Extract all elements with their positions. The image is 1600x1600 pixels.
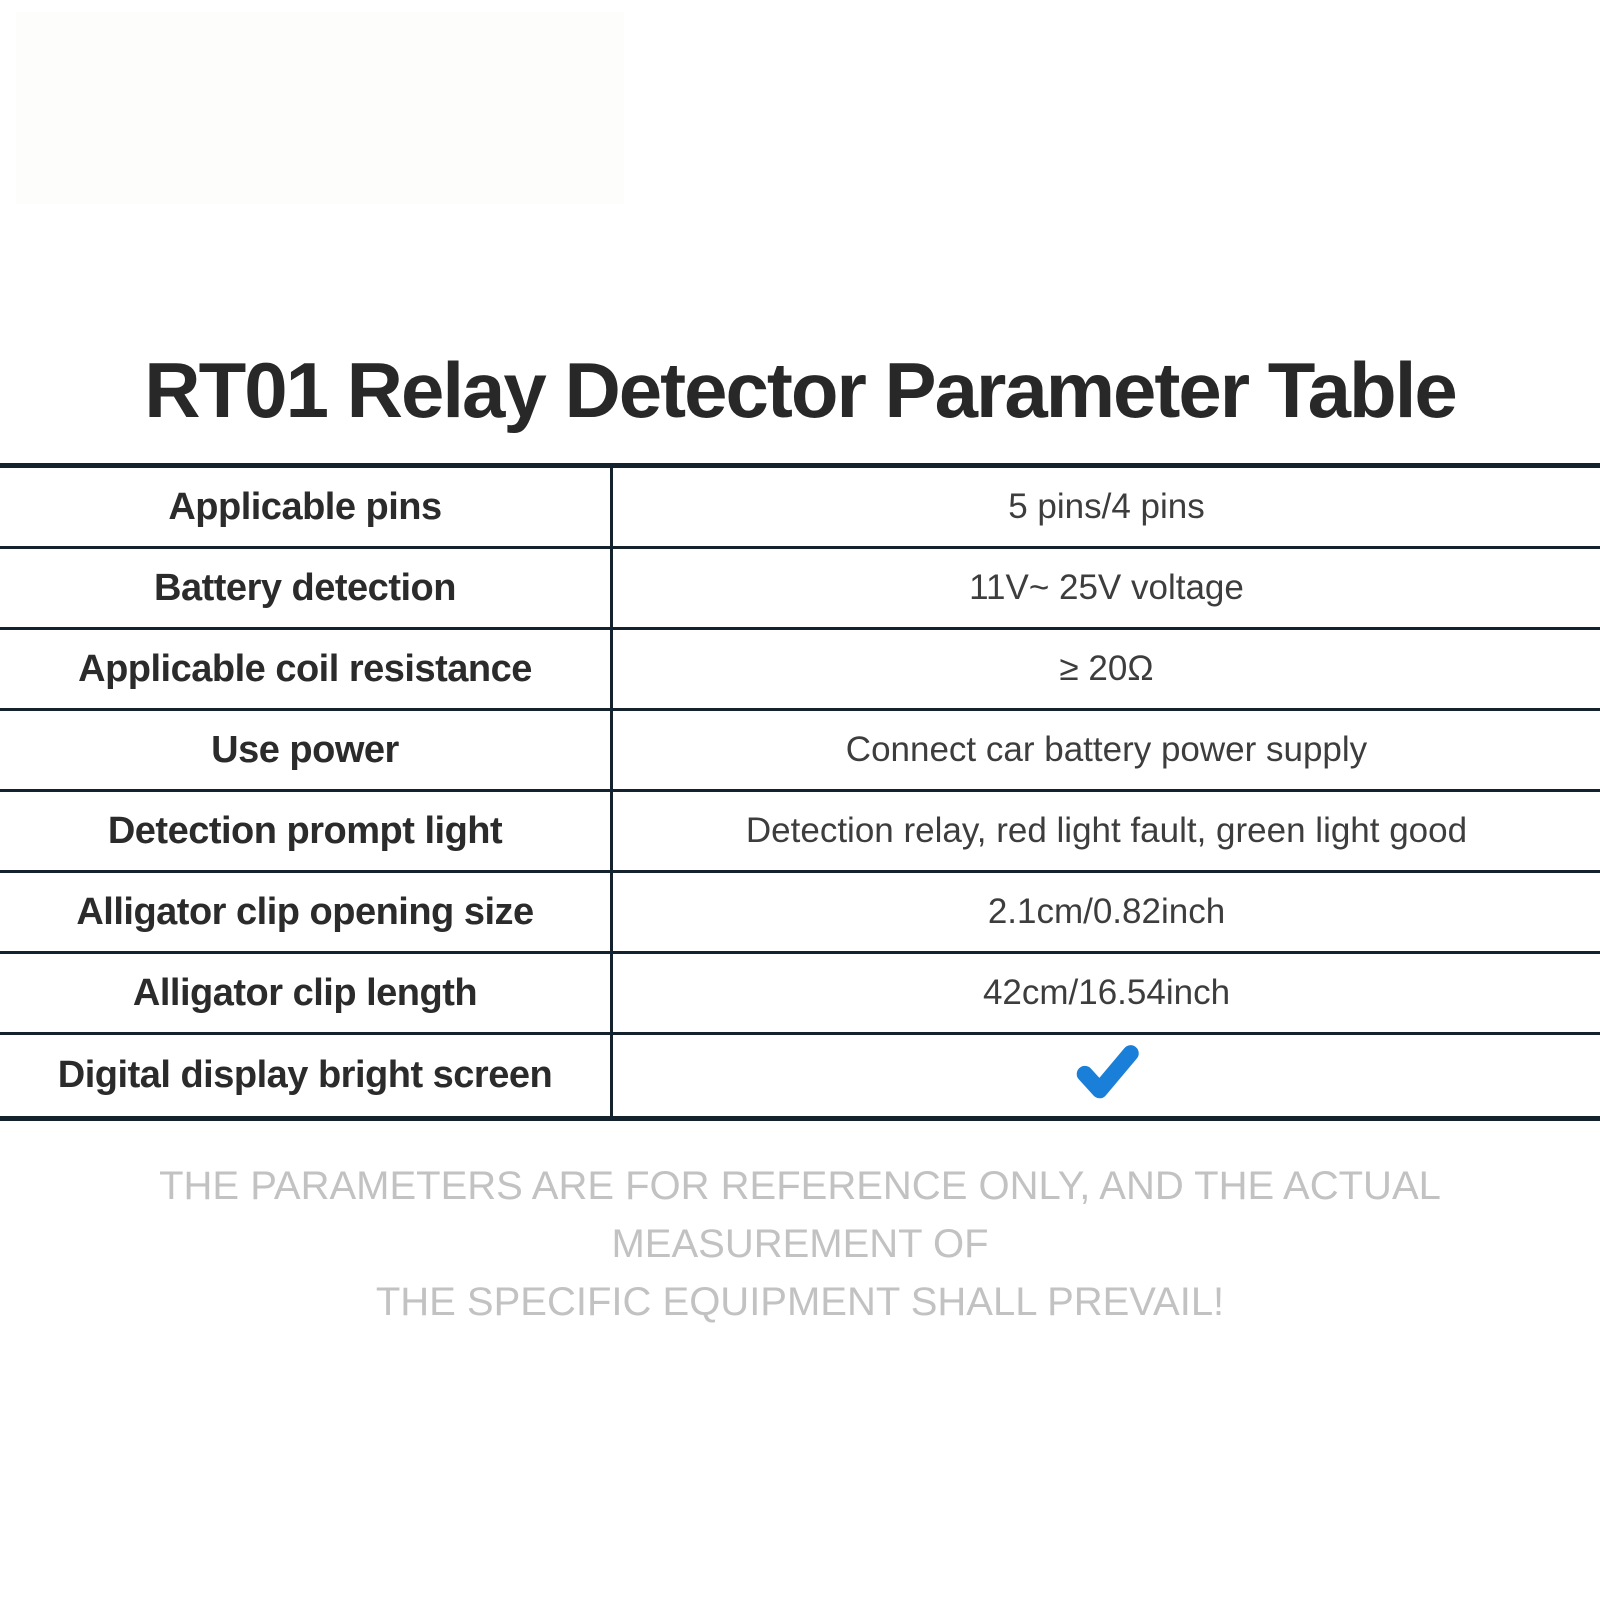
table-row: Alligator clip length 42cm/16.54inch bbox=[0, 954, 1600, 1035]
disclaimer-line-1: THE PARAMETERS ARE FOR REFERENCE ONLY, A… bbox=[159, 1164, 1441, 1266]
disclaimer-text: THE PARAMETERS ARE FOR REFERENCE ONLY, A… bbox=[0, 1157, 1600, 1331]
row-value: Connect car battery power supply bbox=[845, 730, 1368, 769]
row-label: Use power bbox=[0, 711, 613, 789]
faded-logo-watermark bbox=[16, 12, 624, 204]
row-label: Detection prompt light bbox=[0, 792, 613, 870]
row-value: 11V~ 25V voltage bbox=[969, 568, 1244, 607]
row-label: Battery detection bbox=[0, 549, 613, 627]
row-label: Alligator clip length bbox=[0, 954, 613, 1032]
check-icon bbox=[1071, 1040, 1143, 1111]
row-value: Detection relay, red light fault, green … bbox=[745, 811, 1468, 850]
row-value: 2.1cm/0.82inch bbox=[987, 892, 1226, 931]
row-label: Applicable pins bbox=[0, 468, 613, 546]
page-title: RT01 Relay Detector Parameter Table bbox=[144, 346, 1458, 434]
table-row: Digital display bright screen bbox=[0, 1035, 1600, 1116]
parameter-table: Applicable pins 5 pins/4 pins Battery de… bbox=[0, 463, 1600, 1121]
row-value: 5 pins/4 pins bbox=[1008, 487, 1205, 526]
row-label: Digital display bright screen bbox=[0, 1035, 613, 1116]
table-row: Battery detection 11V~ 25V voltage bbox=[0, 549, 1600, 630]
row-label: Alligator clip opening size bbox=[0, 873, 613, 951]
row-value bbox=[613, 1035, 1600, 1116]
table-row: Applicable coil resistance ≥ 20Ω bbox=[0, 630, 1600, 711]
table-row: Applicable pins 5 pins/4 pins bbox=[0, 468, 1600, 549]
row-label: Applicable coil resistance bbox=[0, 630, 613, 708]
table-row: Use power Connect car battery power supp… bbox=[0, 711, 1600, 792]
row-value: ≥ 20Ω bbox=[1059, 649, 1154, 688]
row-value: 42cm/16.54inch bbox=[982, 973, 1231, 1012]
table-row: Detection prompt light Detection relay, … bbox=[0, 792, 1600, 873]
table-row: Alligator clip opening size 2.1cm/0.82in… bbox=[0, 873, 1600, 954]
disclaimer-line-2: THE SPECIFIC EQUIPMENT SHALL PREVAIL! bbox=[375, 1280, 1225, 1324]
